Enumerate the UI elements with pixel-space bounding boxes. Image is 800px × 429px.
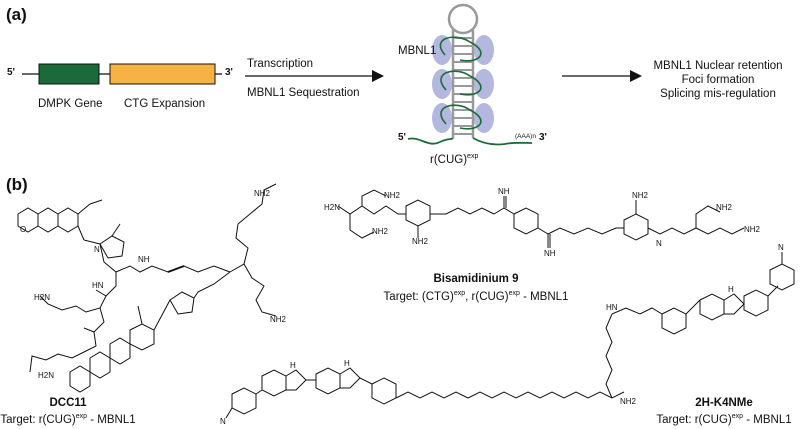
atom-label: N (94, 245, 100, 254)
gene-three-prime: 3' (225, 67, 233, 78)
compound-name-bisamidinium-9: Bisamidinium 9 (433, 273, 519, 285)
atom-label: NH2 (254, 189, 271, 198)
atom-label: HN (606, 303, 618, 312)
dcc11-structure (17, 183, 277, 393)
atom-label: H (728, 285, 734, 294)
rna-three-prime: 3' (539, 132, 547, 143)
rna-loop (447, 3, 479, 35)
atom-label: H (344, 359, 350, 368)
atom-label: H2N (34, 293, 50, 302)
rna-name: r(CUG)exp (430, 153, 479, 166)
ctg-expansion-box (109, 63, 216, 85)
atom-label: NH (498, 187, 510, 196)
outcome-arrow-head (630, 70, 642, 82)
dmpk-gene-label: DMPK Gene (38, 98, 103, 110)
arrow-label-transcription: Transcription (247, 58, 314, 70)
rna-five-prime: 5' (398, 132, 406, 143)
atom-label: H2N (38, 371, 54, 380)
atom-label: N (656, 239, 662, 248)
compound-target-dcc11: Target: r(CUG)exp - MBNL1 (0, 413, 136, 426)
atom-label: NH (544, 249, 556, 258)
transcription-arrow-head (372, 70, 384, 82)
atom-label: NH2 (270, 315, 287, 324)
compound-target-2h-k4nme: Target: r(CUG)exp - MBNL1 (656, 413, 792, 426)
panel-b-label: (b) (6, 175, 28, 194)
outcome-2: Foci formation (681, 74, 755, 86)
atom-label: NH2 (632, 191, 649, 200)
atom-label: H (290, 361, 296, 370)
dmpk-gene-box (38, 63, 100, 85)
rna-five-prime-tail (407, 137, 454, 145)
atom-label: NH2 (620, 397, 637, 406)
compound-target-bisamidinium-9: Target: (CTG)exp, r(CUG)exp - MBNL1 (383, 290, 569, 303)
atom-label: NH2 (744, 225, 761, 234)
arrow-label-sequestration: MBNL1 Sequestration (247, 87, 360, 99)
outcome-1: MBNL1 Nuclear retention (653, 60, 783, 72)
outcome-3: Splicing mis-regulation (660, 88, 776, 100)
rna-hairpin (407, 3, 533, 146)
panel-a-label: (a) (6, 5, 27, 24)
atom-label: NH2 (412, 237, 429, 246)
bisamidinium-9-structure (337, 189, 745, 248)
atom-label: N (778, 243, 784, 252)
2h-k4nme-structure (225, 252, 795, 419)
panel-a-graphics (22, 3, 642, 146)
atom-label: H2N (324, 203, 340, 212)
atom-label: NH2 (716, 203, 733, 212)
atom-label: NH2 (384, 191, 401, 200)
poly-a-label: (AAA)n (515, 133, 536, 140)
mbnl1-label: MBNL1 (398, 45, 437, 57)
rna-three-prime-tail (472, 137, 533, 146)
compound-name-2h-k4nme: 2H-K4NMe (695, 397, 753, 409)
atom-label: HN (92, 281, 104, 290)
atom-label: NH (138, 255, 150, 264)
atom-label: O (20, 225, 26, 234)
compound-name-dcc11: DCC11 (49, 397, 87, 409)
gene-five-prime: 5' (7, 67, 15, 78)
ctg-expansion-label: CTG Expansion (124, 98, 206, 110)
atom-label: NH2 (372, 227, 389, 236)
atom-label: N (220, 417, 226, 426)
